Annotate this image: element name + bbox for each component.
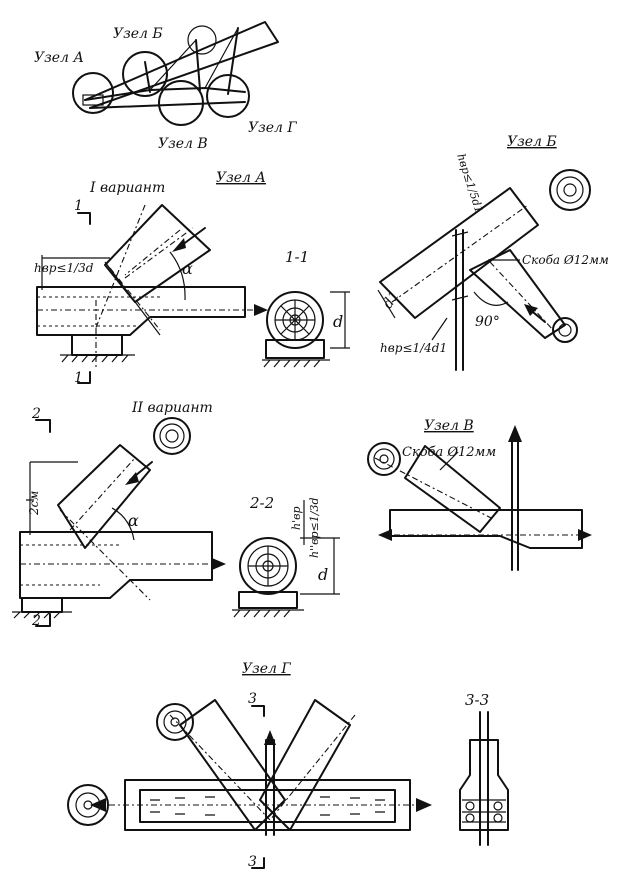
depth-label-2b: h''вр≤1/3d: [308, 497, 321, 558]
angle-alpha-2: α: [128, 511, 139, 530]
section-3-3-label: 3-3: [465, 691, 489, 709]
node-g-bottom-chord: [124, 779, 411, 831]
node-v-strut: [404, 445, 501, 533]
node-circle-b: [122, 51, 168, 97]
cut-mark-2-bottom: 2: [31, 613, 41, 629]
node-g-left-strut: [179, 699, 286, 831]
node-a-variant-2: II вариант 2 2 α 2см: [12, 400, 226, 629]
overview-label-node-a: Узел А: [34, 50, 84, 66]
section-1-1-label: 1-1: [285, 248, 309, 266]
node-b-bottom-depth: hвр≤1/4d1: [380, 341, 447, 355]
section-2-2-label: 2-2: [249, 494, 274, 512]
node-a-variant-1: Узел А I вариант 1 1 α hвр≤1/3d: [34, 170, 268, 386]
support-pad-1: [71, 334, 123, 356]
node-v-title: Узел В: [424, 418, 474, 434]
variant-1-label: I вариант: [89, 180, 165, 196]
overview-label-node-g: Узел Г: [248, 120, 297, 136]
dim-d1: d1: [380, 288, 403, 312]
node-v: Узел В Скоба Ø12мм: [367, 418, 592, 571]
node-b: Узел Б 90° d1 hвр≤1/5d1 Скоба Ø12мм hвр≤…: [377, 134, 609, 371]
bottom-chord-1: [36, 286, 246, 336]
dim-d-1: d: [333, 312, 343, 331]
section-1-1: 1-1 d: [262, 248, 350, 368]
cut-mark-2-top: 2: [31, 406, 41, 422]
node-v-bottom-chord: [389, 509, 583, 549]
node-circle-a: [72, 72, 114, 114]
node-b-bracket: Скоба Ø12мм: [522, 253, 609, 267]
dim-2cm: 2см: [27, 491, 41, 516]
rafter-2: [57, 444, 151, 549]
bottom-chord-2: [19, 531, 213, 599]
node-b-top-chord: [379, 187, 539, 319]
node-circle-g: [206, 74, 250, 118]
node-b-title: Узел Б: [507, 134, 557, 150]
node-b-top-depth: hвр≤1/5d1: [454, 152, 485, 215]
node-b-strut: [469, 249, 566, 339]
dim-d-2: d: [318, 565, 328, 584]
rafter-1: [104, 204, 211, 303]
cut-mark-3-top: 3: [248, 691, 257, 707]
section-3-3: 3-3: [459, 691, 509, 846]
node-g: Узел Г 3 3: [67, 661, 432, 870]
cut-mark-1-top: 1: [74, 198, 83, 214]
depth-label-1: hвр≤1/3d: [34, 261, 94, 275]
cut-mark-3-bottom: 3: [248, 854, 257, 870]
node-g-right-strut: [259, 699, 351, 831]
overview-label-node-b: Узел Б: [113, 26, 163, 42]
node-g-title: Узел Г: [242, 661, 291, 677]
angle-90: 90°: [475, 314, 500, 330]
truss-structure: [82, 21, 279, 109]
truss-overview: Узел А Узел Б Узел В Узел Г: [34, 21, 297, 152]
depth-label-2a: h'вр: [290, 506, 303, 530]
node-v-bracket: Скоба Ø12мм: [402, 445, 496, 460]
variant-2-label: II вариант: [131, 400, 213, 416]
section-2-2: 2-2 d h'вр h''вр≤1/3d: [232, 494, 340, 618]
overview-label-node-v: Узел В: [158, 136, 208, 152]
node-a-title: Узел А: [216, 170, 266, 186]
cut-mark-1-bottom: 1: [74, 370, 83, 386]
node-circle-v: [158, 80, 204, 126]
angle-alpha-1: α: [182, 259, 193, 278]
